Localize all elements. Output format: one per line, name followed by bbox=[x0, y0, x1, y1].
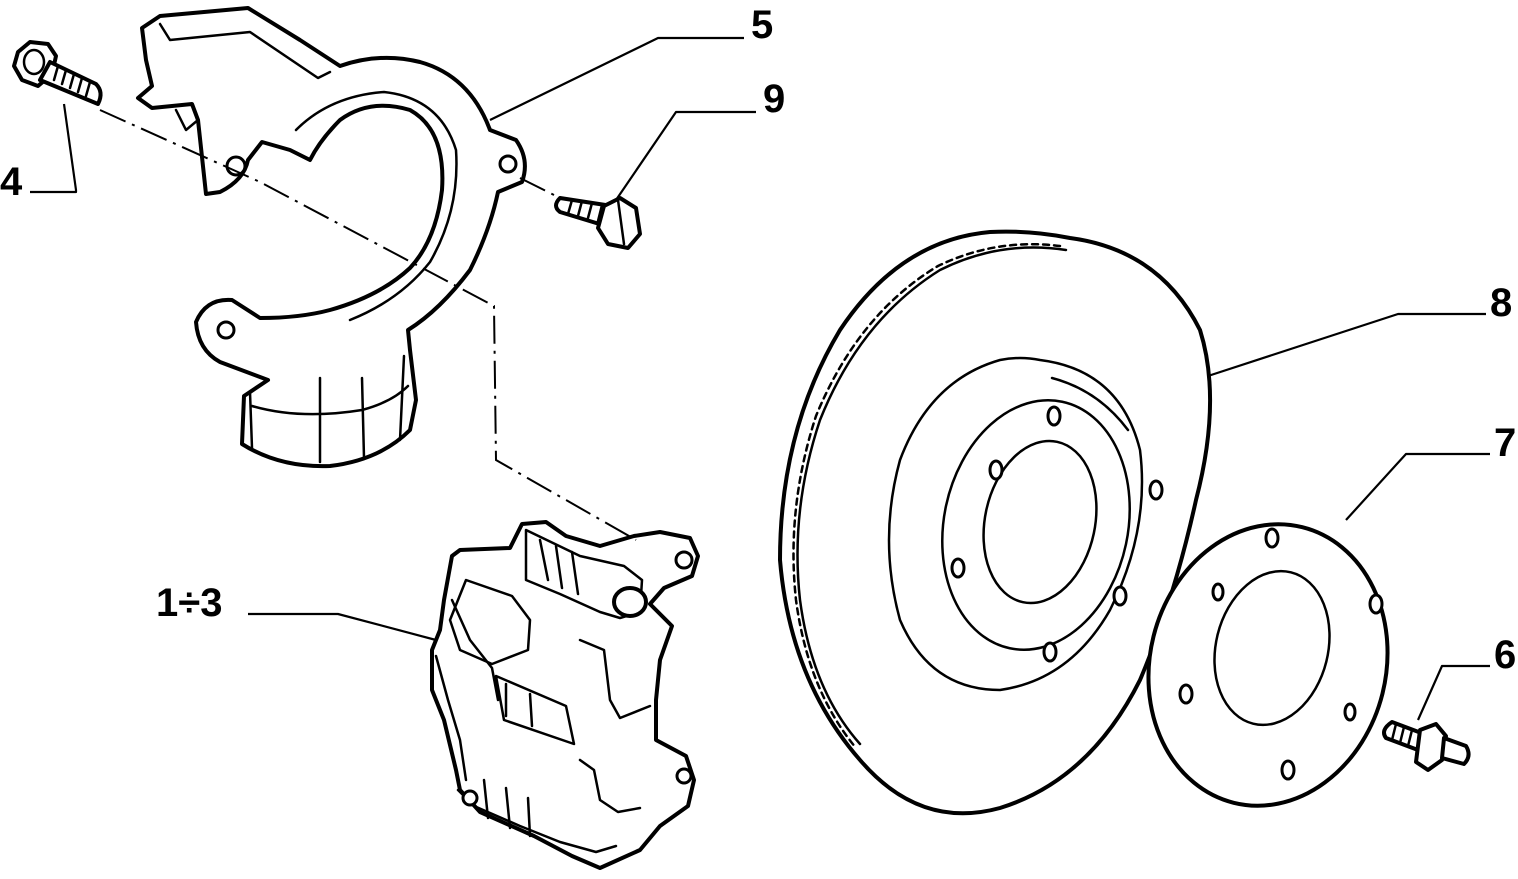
part-7-shim-plate bbox=[1146, 522, 1390, 808]
leader-8 bbox=[1207, 312, 1486, 378]
callout-9: 9 bbox=[763, 77, 785, 121]
leader-4 bbox=[30, 103, 78, 194]
part-4-bolt bbox=[12, 40, 103, 106]
part-9-screw bbox=[554, 196, 642, 250]
leader-7 bbox=[1345, 452, 1490, 521]
part-1-3-brake-caliper bbox=[430, 520, 700, 870]
leader-6 bbox=[1416, 664, 1490, 721]
callout-1-3: 1÷3 bbox=[156, 581, 222, 625]
callout-8: 8 bbox=[1490, 281, 1512, 325]
callout-7: 7 bbox=[1494, 421, 1516, 465]
callout-6: 6 bbox=[1494, 633, 1516, 677]
assembly-axis-line bbox=[99, 109, 637, 541]
leader-5 bbox=[489, 36, 744, 121]
screw-axis-line bbox=[519, 177, 561, 199]
part-8-brake-disc bbox=[778, 229, 1213, 816]
part-6-bolt bbox=[1382, 720, 1471, 772]
leader-1-3 bbox=[248, 612, 437, 642]
part-5-dust-shield bbox=[136, 6, 527, 469]
callout-4: 4 bbox=[0, 160, 23, 204]
leader-9 bbox=[615, 110, 756, 201]
callout-5: 5 bbox=[751, 3, 773, 47]
